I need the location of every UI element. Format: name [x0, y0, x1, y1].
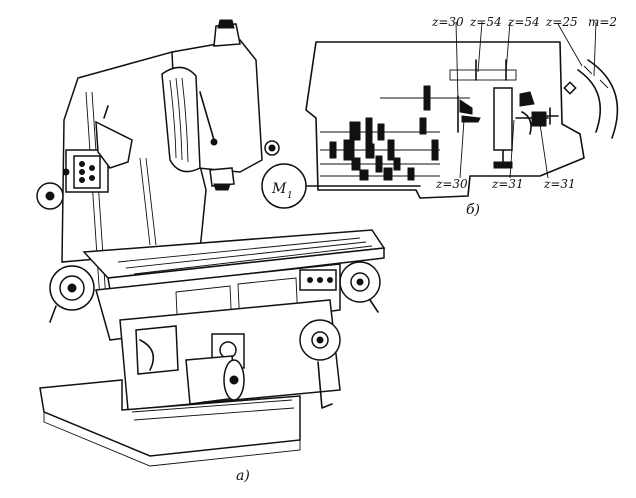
- spindle-nose: [209, 167, 235, 187]
- label-z30-bottom: z=30: [435, 177, 468, 191]
- label-m2: m=2: [588, 15, 617, 29]
- spindle-gear-housing: [493, 87, 513, 151]
- gear-blocks: [329, 85, 439, 181]
- label-z30-top: z=30: [431, 15, 464, 29]
- milling-machine-drawing: [36, 19, 386, 467]
- label-z31-b: z=31: [543, 177, 576, 191]
- label-z25: z=25: [545, 15, 578, 29]
- motor-label: M: [271, 181, 287, 197]
- caption-a: а): [236, 468, 250, 484]
- head-lever: [199, 91, 215, 141]
- kinematic-scheme: M 1: [261, 15, 619, 218]
- top-shaft-housing: [449, 69, 517, 81]
- label-z54-b: z=54: [507, 15, 540, 29]
- machine-base: [39, 379, 301, 457]
- label-z31-a: z=31: [491, 177, 524, 191]
- caption-b: б): [466, 202, 480, 218]
- rack-arc-outer: [577, 69, 602, 133]
- label-z54-a: z=54: [469, 15, 502, 29]
- motor-subscript: 1: [287, 191, 293, 201]
- scheme-housing-outline: [305, 41, 585, 199]
- work-lamp: [95, 120, 133, 169]
